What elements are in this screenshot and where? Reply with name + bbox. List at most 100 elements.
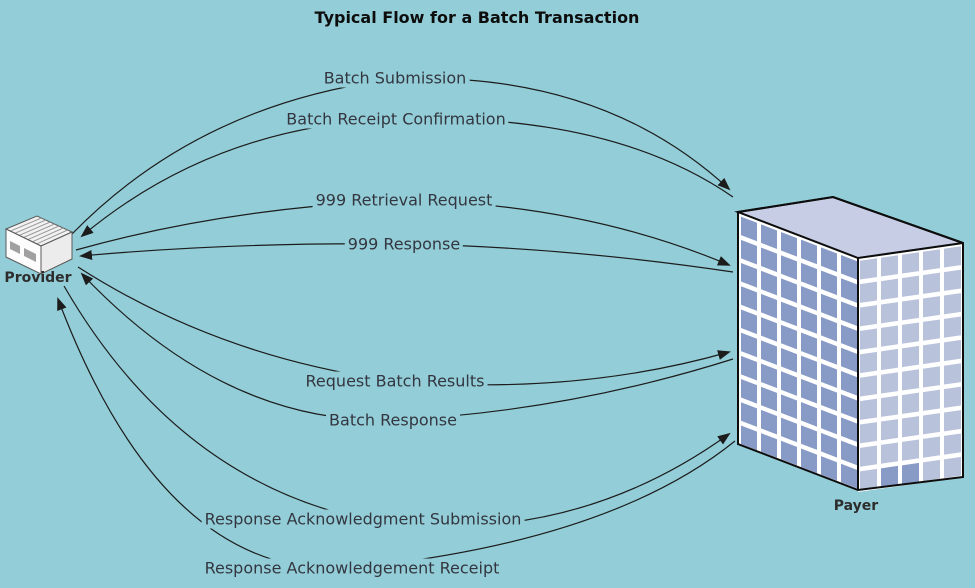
payer-window <box>860 398 877 420</box>
payer-window <box>944 246 961 268</box>
arrow-batch-receipt-confirmation <box>80 117 734 238</box>
payer-window <box>841 394 857 419</box>
payer-window <box>821 340 837 365</box>
payer-window <box>923 436 940 458</box>
payer-window <box>821 270 837 296</box>
provider-roof-hatching <box>10 217 68 245</box>
payer-window <box>841 370 857 396</box>
payer-window <box>781 278 797 304</box>
payer-window <box>860 281 877 303</box>
payer-window <box>801 355 817 381</box>
payer-window <box>801 332 817 358</box>
payer-window <box>881 278 898 300</box>
payer-window <box>801 448 817 474</box>
payer-window <box>944 269 961 291</box>
payer-window <box>761 386 777 412</box>
payer-window <box>741 425 757 451</box>
payer-window <box>781 347 797 373</box>
payer-window <box>781 231 797 257</box>
payer-window <box>923 249 940 271</box>
flow-label-999-retrieval-request: 999 Retrieval Request <box>312 190 496 210</box>
payer-window <box>821 386 837 412</box>
flow-label-batch-response: Batch Response <box>326 410 460 430</box>
payer-window <box>860 351 877 374</box>
provider-label: Provider <box>4 270 72 286</box>
payer-window <box>841 301 857 327</box>
payer-window <box>741 286 757 311</box>
payer-window <box>781 324 797 350</box>
payer-window <box>881 255 898 277</box>
payer-window <box>761 247 777 273</box>
flow-label-response-acknowledgment-submission: Response Acknowledgment Submission <box>201 509 525 529</box>
payer-window <box>860 258 877 280</box>
payer-window <box>923 459 940 482</box>
payer-window <box>761 433 777 458</box>
payer-window <box>881 395 898 417</box>
payer-window <box>902 275 919 297</box>
diagram-title: Typical Flow for a Batch Transaction <box>314 8 640 27</box>
payer-window <box>781 440 797 466</box>
payer-window <box>761 270 777 296</box>
payer-window <box>841 440 857 466</box>
payer-window <box>881 442 898 464</box>
payer-window <box>761 363 777 389</box>
payer-window <box>841 324 857 350</box>
provider-building-icon <box>4 215 74 275</box>
payer-window <box>801 309 817 334</box>
payer-window <box>841 254 857 280</box>
payer-window <box>860 305 877 327</box>
payer-window <box>881 325 898 347</box>
payer-window <box>741 309 757 335</box>
payer-window <box>761 293 777 319</box>
payer-window <box>741 263 757 288</box>
payer-window <box>881 372 898 394</box>
payer-window <box>781 371 797 396</box>
payer-window <box>902 252 919 274</box>
payer-window <box>821 363 837 388</box>
payer-window <box>860 375 877 397</box>
payer-window <box>741 332 757 358</box>
payer-window <box>923 366 940 388</box>
flow-label-batch-submission: Batch Submission <box>320 68 470 88</box>
payer-window <box>944 386 961 408</box>
payer-window <box>801 402 817 427</box>
payer-window <box>821 316 837 342</box>
flow-label-response-acknowledgement-receipt: Response Acknowledgement Receipt <box>201 558 503 578</box>
payer-window <box>860 328 877 350</box>
payer-window <box>944 363 961 385</box>
payer-window <box>801 286 817 311</box>
payer-window <box>881 302 898 324</box>
payer-window <box>821 456 837 481</box>
arrow-response-acknowledgment-submission <box>63 285 731 527</box>
payer-window <box>944 316 961 338</box>
payer-window <box>902 322 919 344</box>
payer-window <box>923 389 940 411</box>
provider-window <box>10 241 20 254</box>
payer-window <box>944 339 961 362</box>
payer-window <box>801 239 817 265</box>
payer-window <box>841 347 857 373</box>
payer-window <box>944 293 961 315</box>
payer-window <box>821 247 837 272</box>
payer-window <box>944 433 961 455</box>
arrow-batch-submission <box>71 77 731 235</box>
payer-window <box>801 378 817 404</box>
payer-window <box>923 272 940 294</box>
payer-window <box>821 432 837 458</box>
payer-window <box>841 278 857 303</box>
payer-window <box>781 255 797 280</box>
flow-arrows <box>57 77 736 570</box>
flow-label-999-response: 999 Response <box>344 234 464 254</box>
payer-window <box>761 317 777 342</box>
flow-label-request-batch-results: Request Batch Results <box>302 371 488 391</box>
payer-window <box>860 445 877 467</box>
payer-window <box>881 348 898 371</box>
payer-window <box>741 355 757 381</box>
payer-window <box>801 262 817 288</box>
arrow-batch-response <box>80 272 734 421</box>
payer-window <box>923 319 940 341</box>
provider-window <box>24 248 36 262</box>
payer-window <box>821 293 837 319</box>
payer-window <box>860 468 877 491</box>
